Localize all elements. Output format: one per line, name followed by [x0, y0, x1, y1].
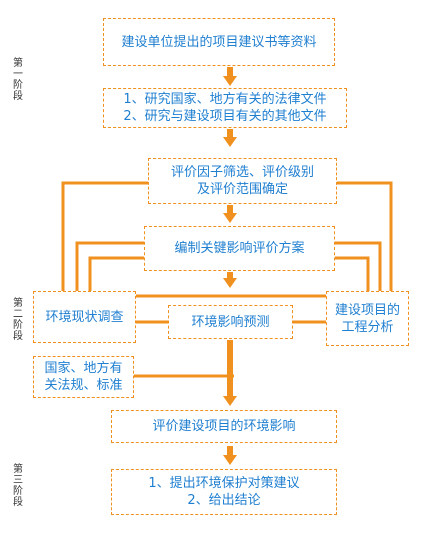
loop-left-inner [88, 256, 144, 292]
stage-label-two: 第 二 阶 段 [13, 298, 23, 342]
arrow-6 [223, 446, 237, 465]
loop-right-outer [337, 181, 393, 292]
arrow-3 [223, 205, 237, 223]
loop-right-inner [335, 256, 370, 292]
stage-label-one: 第 一 阶 段 [13, 58, 23, 102]
arrow-1 [223, 67, 237, 86]
box-engineering-analysis: 建设项目的 工程分析 [326, 291, 409, 346]
loop-left-outer [61, 181, 148, 292]
box-environment-survey: 环境现状调查 [33, 291, 136, 343]
loop-left-mid [75, 241, 144, 292]
arrow-2 [223, 129, 237, 147]
box-environmental-impact-evaluation: 评价建设项目的环境影响 [111, 410, 337, 443]
box-regulations: 国家、地方有 关法规、标准 [33, 356, 134, 398]
box-conclusions: 1、提出环境保护对策建议 2、给出结论 [111, 469, 337, 515]
stage-label-three: 第 三 阶 段 [13, 464, 23, 508]
box-source-documents: 建设单位提出的项目建议书等资料 [103, 18, 335, 66]
arrow-5 [223, 340, 237, 406]
box-impact-forecast: 环境影响预测 [168, 305, 293, 339]
loop-right-mid [335, 241, 382, 292]
box-evaluation-plan: 编制关键影响评价方案 [144, 226, 335, 271]
box-study-documents: 1、研究国家、地方有关的法律文件 2、研究与建设项目有关的其他文件 [103, 88, 347, 128]
arrow-4 [223, 272, 237, 288]
box-factor-screening: 评价因子筛选、评价级别 及评价范围确定 [148, 158, 337, 204]
